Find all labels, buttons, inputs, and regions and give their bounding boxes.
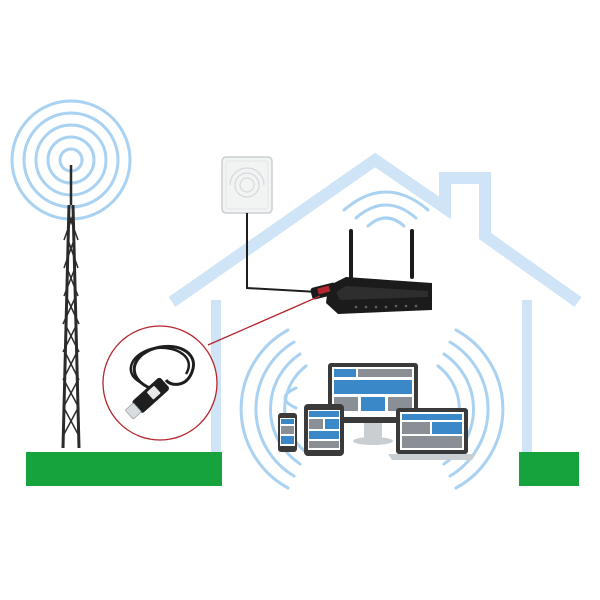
panel-antenna-icon (221, 156, 273, 214)
tablet-icon (304, 404, 344, 456)
smartphone-icon (278, 413, 297, 452)
wifi-router-icon (326, 229, 432, 314)
ground-right (519, 452, 579, 486)
plugged-usb-modem-icon (310, 282, 338, 300)
devices-signal-waves-left (239, 328, 308, 490)
house-roof (168, 152, 582, 307)
antenna-cable (246, 213, 319, 293)
router-signal-waves (342, 190, 430, 228)
callout-line (207, 295, 321, 346)
laptop-icon (388, 408, 476, 460)
cell-tower-icon (61, 165, 81, 449)
usb-modem-icon (125, 344, 195, 420)
ground-left (26, 452, 222, 486)
